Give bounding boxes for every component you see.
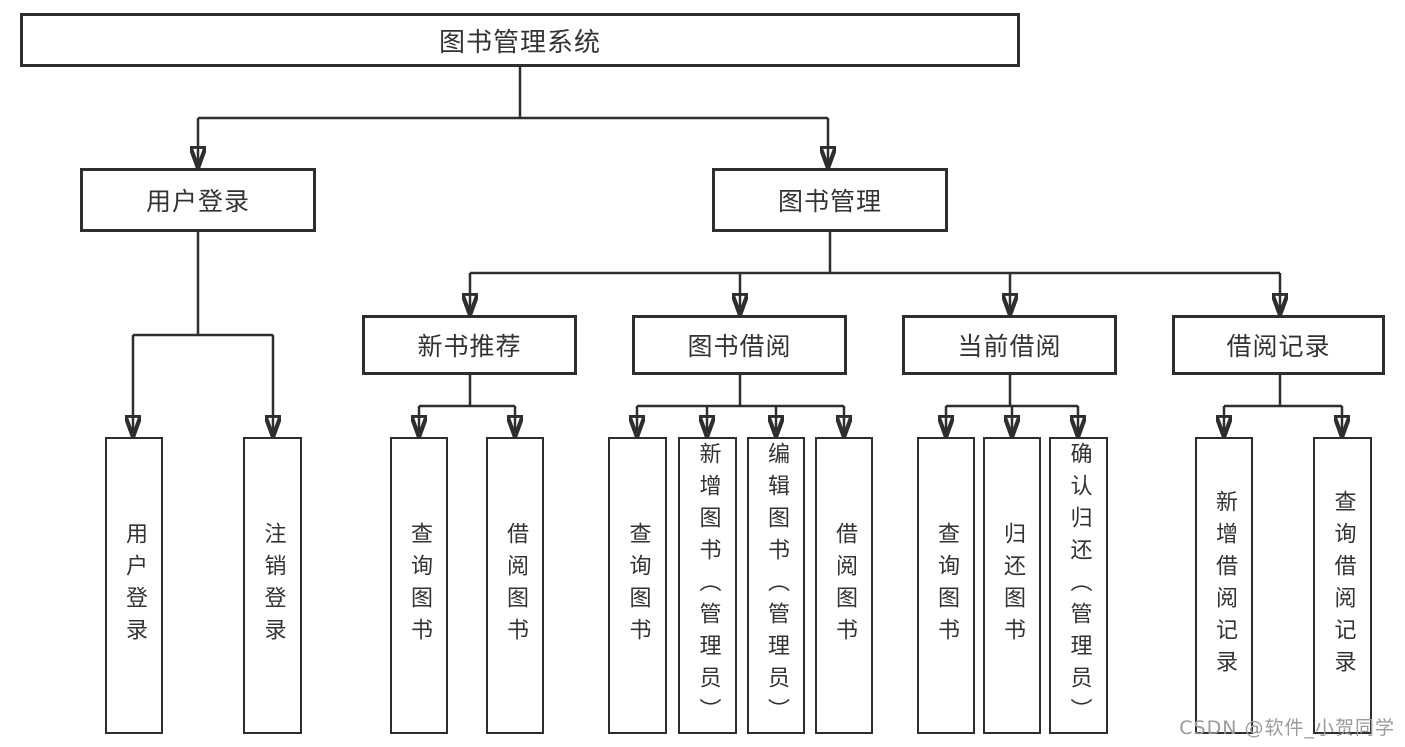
leaf-add-books-admin-label: 新增图书（管理员） <box>695 441 721 730</box>
leaf-borrow-borrow-books: 借阅图书 <box>815 437 873 734</box>
node-book-borrow: 图书借阅 <box>632 315 847 375</box>
node-borrow-records: 借阅记录 <box>1172 315 1385 375</box>
leaf-user-login: 用户登录 <box>105 437 163 734</box>
leaf-newbook-query-books-label: 查询图书 <box>407 521 432 650</box>
leaf-add-borrow-record: 新增借阅记录 <box>1195 437 1253 734</box>
leaf-newbook-borrow-books: 借阅图书 <box>486 437 544 734</box>
csdn-watermark: CSDN @软件_小贺同学 <box>1179 717 1395 739</box>
connector-root-trunk <box>198 67 828 120</box>
leaf-confirm-return-admin: 确认归还（管理员） <box>1049 437 1108 734</box>
leaf-edit-books-admin-label: 编辑图书（管理员） <box>764 441 789 730</box>
node-book-management: 图书管理 <box>712 168 948 232</box>
node-user-login: 用户登录 <box>80 168 316 232</box>
leaf-borrow-query-books: 查询图书 <box>608 437 667 734</box>
node-current-borrow: 当前借阅 <box>902 315 1117 375</box>
leaf-query-borrow-record: 查询借阅记录 <box>1313 437 1372 734</box>
leaf-edit-books-admin: 编辑图书（管理员） <box>747 437 805 734</box>
leaf-add-borrow-record-label: 新增借阅记录 <box>1212 489 1237 682</box>
leaf-add-books-admin: 新增图书（管理员） <box>678 437 737 734</box>
leaf-return-books-label: 归还图书 <box>1000 521 1025 650</box>
leaf-newbook-query-books: 查询图书 <box>390 437 448 734</box>
connector-book-management-trunk <box>470 232 1280 275</box>
leaf-borrow-borrow-books-label: 借阅图书 <box>832 521 857 650</box>
connector-book-borrow-trunk <box>637 375 844 408</box>
leaf-confirm-return-admin-label: 确认归还（管理员） <box>1066 441 1092 730</box>
leaf-newbook-borrow-books-label: 借阅图书 <box>503 521 528 650</box>
connector-new-book-trunk <box>419 375 515 408</box>
leaf-query-borrow-record-label: 查询借阅记录 <box>1330 489 1356 682</box>
leaf-logout-login-label: 注销登录 <box>260 521 286 650</box>
connector-borrow-records-trunk <box>1224 375 1342 408</box>
leaf-logout-login: 注销登录 <box>243 437 302 734</box>
leaf-user-login-label: 用户登录 <box>122 521 147 650</box>
connector-current-borrow-trunk <box>946 375 1078 408</box>
leaf-current-query-books: 查询图书 <box>917 437 975 734</box>
leaf-current-query-books-label: 查询图书 <box>934 521 959 650</box>
leaf-return-books: 归还图书 <box>983 437 1041 734</box>
leaf-borrow-query-books-label: 查询图书 <box>625 521 651 650</box>
connector-user-login-trunk <box>133 232 273 337</box>
node-root-title: 图书管理系统 <box>20 13 1020 67</box>
node-new-book-recommend: 新书推荐 <box>362 315 577 375</box>
